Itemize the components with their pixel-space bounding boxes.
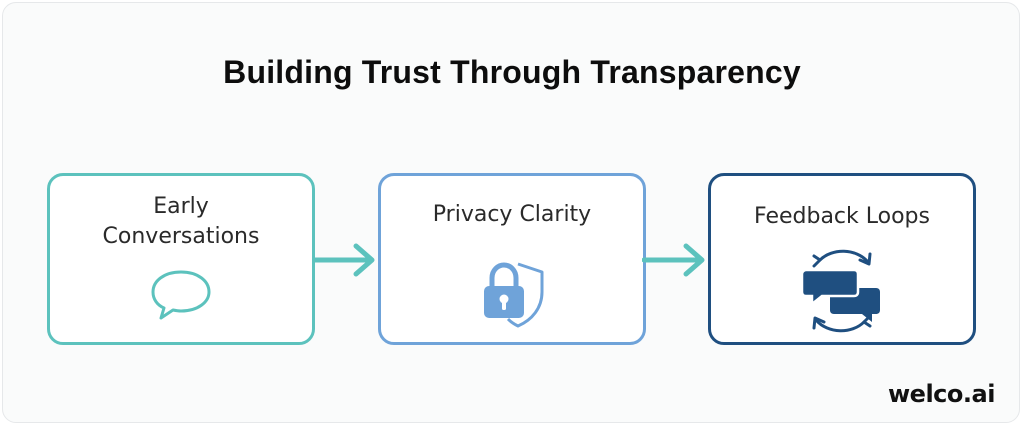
step-label: Early Conversations: [50, 192, 312, 252]
arrow-right-icon: [312, 243, 375, 277]
step-privacy-clarity: Privacy Clarity: [378, 173, 646, 345]
step-label-line1: Early: [153, 194, 209, 219]
step-label: Privacy Clarity: [432, 202, 592, 227]
diagram-title: Building Trust Through Transparency: [223, 54, 801, 90]
feedback-loop-chat-icon: [800, 249, 880, 333]
lock-shield-icon: [484, 262, 544, 328]
arrow-right-icon: [642, 243, 705, 277]
brand-logo: welco.ai: [888, 380, 995, 408]
step-early-conversations: Early Conversations: [47, 173, 315, 345]
step-label: Feedback Loops: [754, 204, 930, 229]
speech-bubble-icon: [151, 270, 211, 320]
step-label-line2: Conversations: [102, 224, 260, 249]
step-feedback-loops: Feedback Loops: [708, 173, 976, 345]
